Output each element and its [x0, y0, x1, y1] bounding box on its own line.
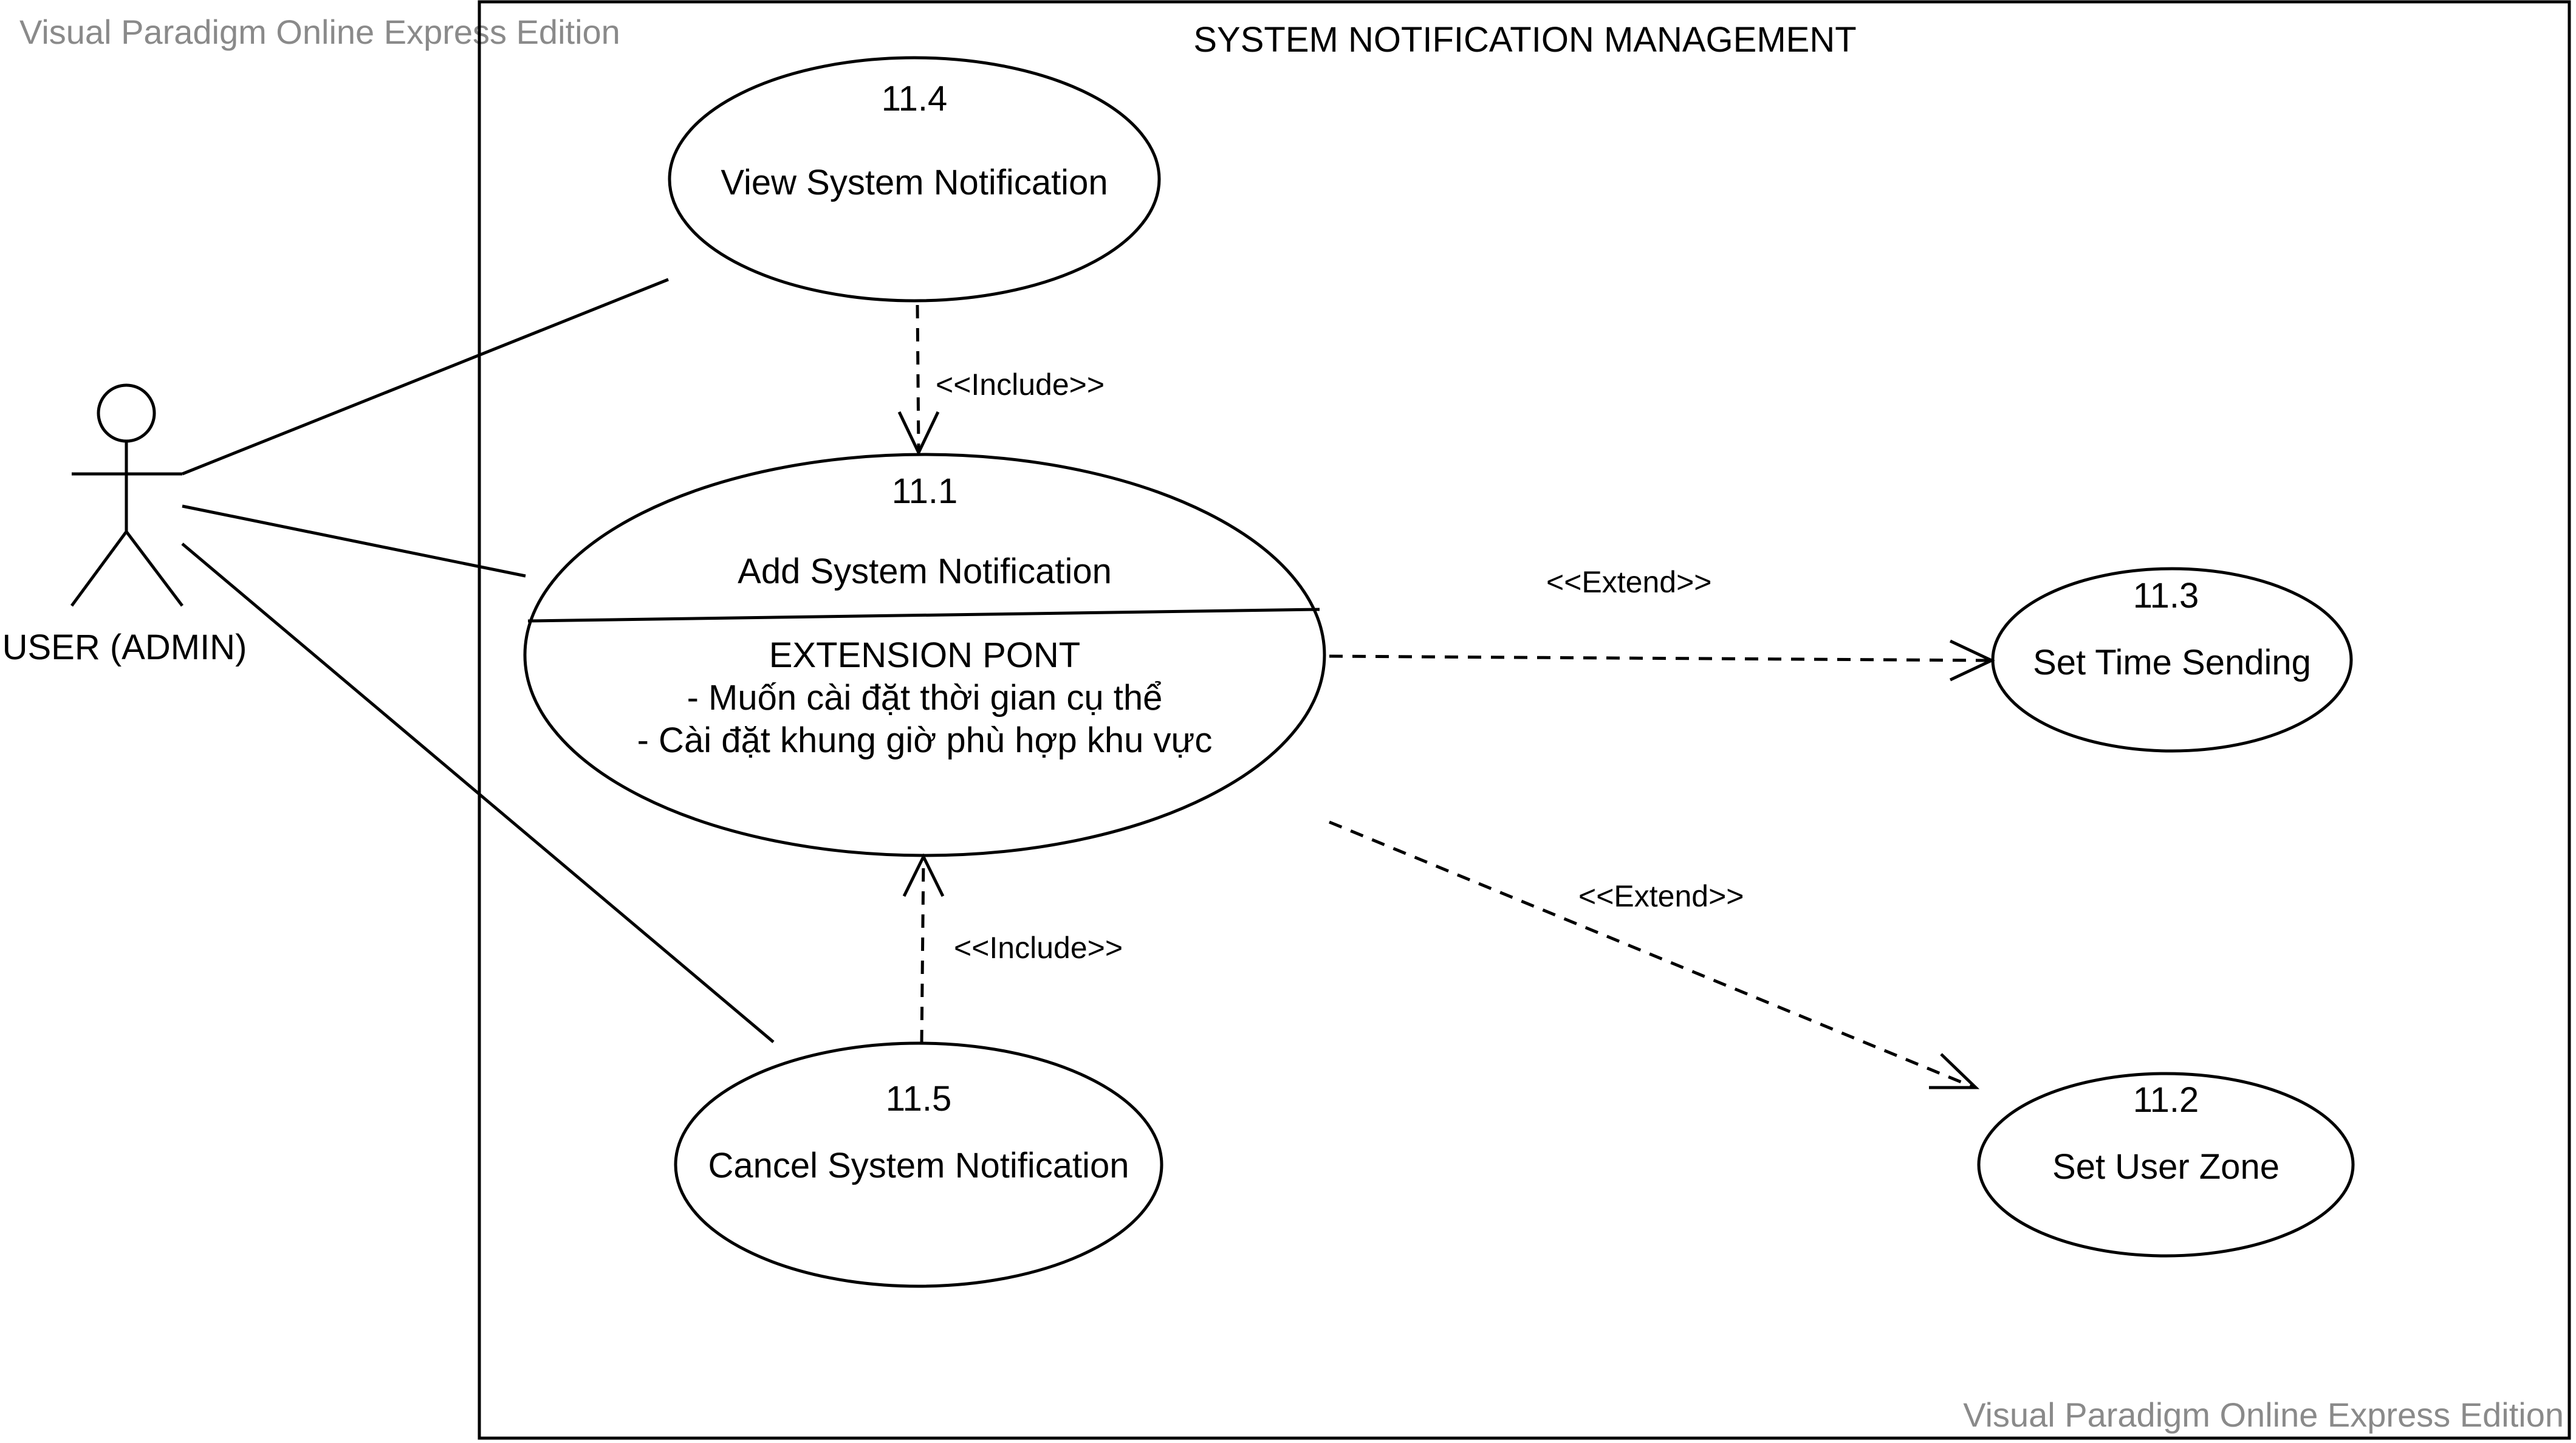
use-case-ellipse [1977, 1072, 2355, 1258]
use-case-name: Set User Zone [2052, 1147, 2280, 1187]
use-case-number: 11.2 [2133, 1080, 2199, 1120]
extension-point-1: - Muốn cài đặt thời gian cụ thể [687, 678, 1163, 718]
use-case-number: 11.1 [892, 471, 958, 511]
actor-right-leg [125, 530, 183, 607]
use-case-add-system-notification[interactable]: 11.1 Add System Notification EXTENSION P… [523, 453, 1326, 857]
watermark-bottom: Visual Paradigm Online Express Edition [1963, 1396, 2564, 1434]
watermark-top: Visual Paradigm Online Express Edition [19, 13, 620, 51]
extension-divider [527, 608, 1320, 623]
dashed-connector [1329, 820, 1975, 1089]
actor-user-admin[interactable]: USER (ADMIN) [2, 383, 247, 667]
use-case-name: Set Time Sending [2033, 643, 2311, 682]
system-title: SYSTEM NOTIFICATION MANAGEMENT [1193, 20, 1856, 60]
use-case-number: 11.5 [886, 1079, 952, 1119]
extend-add-to-time-sending: <<Extend>> [1329, 565, 1995, 682]
use-case-ellipse [674, 1041, 1163, 1288]
open-arrowhead [897, 411, 940, 456]
include-label: <<Include>> [954, 931, 1123, 965]
extend-label: <<Extend>> [1578, 879, 1744, 913]
use-case-set-user-zone[interactable]: 11.2 Set User Zone [1977, 1072, 2355, 1258]
extend-label: <<Extend>> [1546, 565, 1711, 599]
open-arrowhead [1949, 639, 1995, 682]
use-case-number: 11.3 [2133, 576, 2199, 615]
include-label: <<Include>> [936, 368, 1105, 402]
include-view-to-add: <<Include>> [897, 304, 1105, 456]
extension-point-2: - Cài đặt khung giờ phù hợp khu vực [637, 721, 1213, 760]
extend-add-to-user-zone: <<Extend>> [1329, 820, 1980, 1089]
use-case-cancel-system-notification[interactable]: 11.5 Cancel System Notification [674, 1041, 1163, 1288]
use-case-number: 11.4 [882, 79, 948, 118]
actor-label: USER (ADMIN) [2, 628, 247, 667]
dashed-connector [1329, 654, 1990, 662]
use-case-name: Add System Notification [738, 552, 1112, 591]
dashed-connector [920, 859, 925, 1044]
use-case-ellipse [668, 56, 1161, 303]
dashed-connector [916, 304, 920, 450]
use-case-name: Cancel System Notification [708, 1146, 1129, 1185]
include-cancel-to-add: <<Include>> [902, 853, 1123, 1044]
use-case-set-time-sending[interactable]: 11.3 Set Time Sending [1991, 567, 2353, 753]
association-add [182, 504, 526, 578]
actor-head [97, 383, 156, 443]
use-case-ellipse [523, 453, 1326, 857]
use-case-view-system-notification[interactable]: 11.4 View System Notification [668, 56, 1161, 303]
association-cancel [181, 543, 775, 1043]
association-view [182, 278, 669, 476]
extension-title: EXTENSION PONT [769, 636, 1080, 675]
open-arrowhead [902, 853, 945, 897]
actor-left-leg [70, 530, 128, 607]
use-case-name: View System Notification [721, 163, 1108, 202]
open-arrowhead [1929, 1053, 1980, 1089]
system-boundary [478, 0, 2571, 1440]
